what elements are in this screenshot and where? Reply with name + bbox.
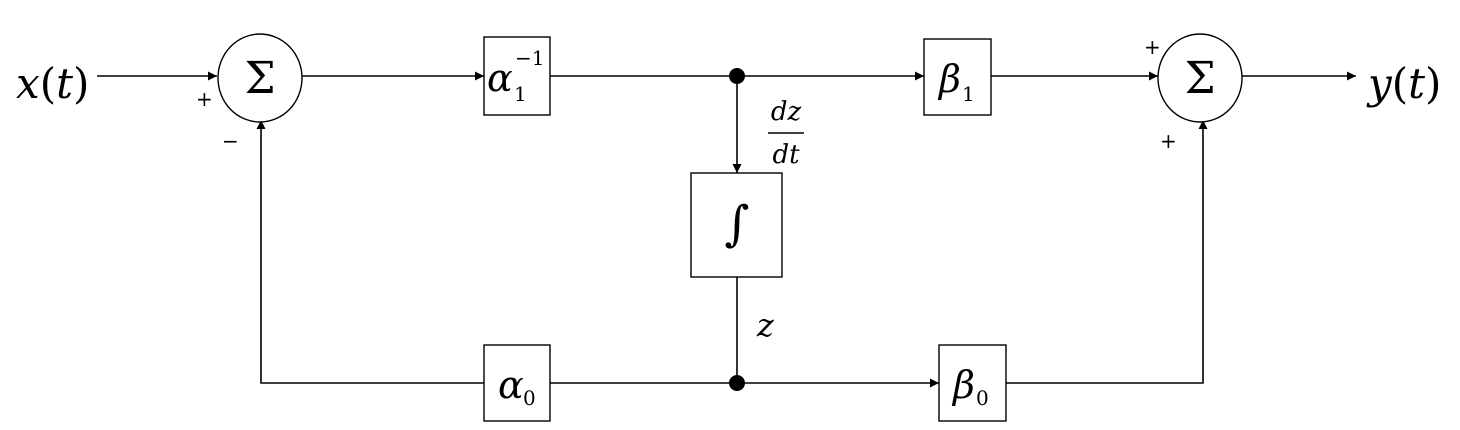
beta0-block: β 0 xyxy=(938,344,1007,422)
beta1-block: β 1 xyxy=(923,38,992,116)
svg-text:β: β xyxy=(937,57,961,101)
sum2-symbol: Σ xyxy=(1184,53,1215,104)
svg-text:0: 0 xyxy=(976,386,989,410)
svg-text:α: α xyxy=(487,56,513,100)
derivative-label: dz dt xyxy=(768,97,804,170)
sum1-plus-sign: + xyxy=(196,87,213,111)
alpha0-feedback-wire xyxy=(256,120,484,384)
summing-junction-2: Σ xyxy=(1157,33,1243,123)
svg-text:0: 0 xyxy=(523,386,536,410)
bottom-junction-node xyxy=(729,375,745,391)
sum1-minus-sign: − xyxy=(222,129,239,153)
svg-text:dz: dz xyxy=(771,97,802,127)
svg-text:1: 1 xyxy=(962,82,975,106)
svg-text:dt: dt xyxy=(772,140,800,170)
sum2-bottom-plus-sign: + xyxy=(1160,129,1177,153)
sum2-top-plus-sign: + xyxy=(1144,35,1161,59)
sum1-symbol: Σ xyxy=(244,53,275,104)
input-label: x(t) xyxy=(16,59,89,108)
svg-text:−1: −1 xyxy=(515,46,544,70)
state-z-label: z xyxy=(756,306,775,344)
alpha0-block: α 0 xyxy=(483,344,551,422)
summing-junction-1: Σ xyxy=(217,33,303,123)
svg-text:α: α xyxy=(498,363,524,407)
svg-text:β: β xyxy=(951,363,975,407)
svg-text:1: 1 xyxy=(514,82,527,106)
alpha1-inverse-block: α 1 −1 xyxy=(483,36,551,116)
integrator-block: ∫ xyxy=(690,172,783,278)
top-junction-node xyxy=(729,68,745,84)
beta0-to-sum2-wire xyxy=(1006,120,1208,384)
output-label: y(t) xyxy=(1366,59,1441,108)
integral-icon: ∫ xyxy=(724,196,749,252)
